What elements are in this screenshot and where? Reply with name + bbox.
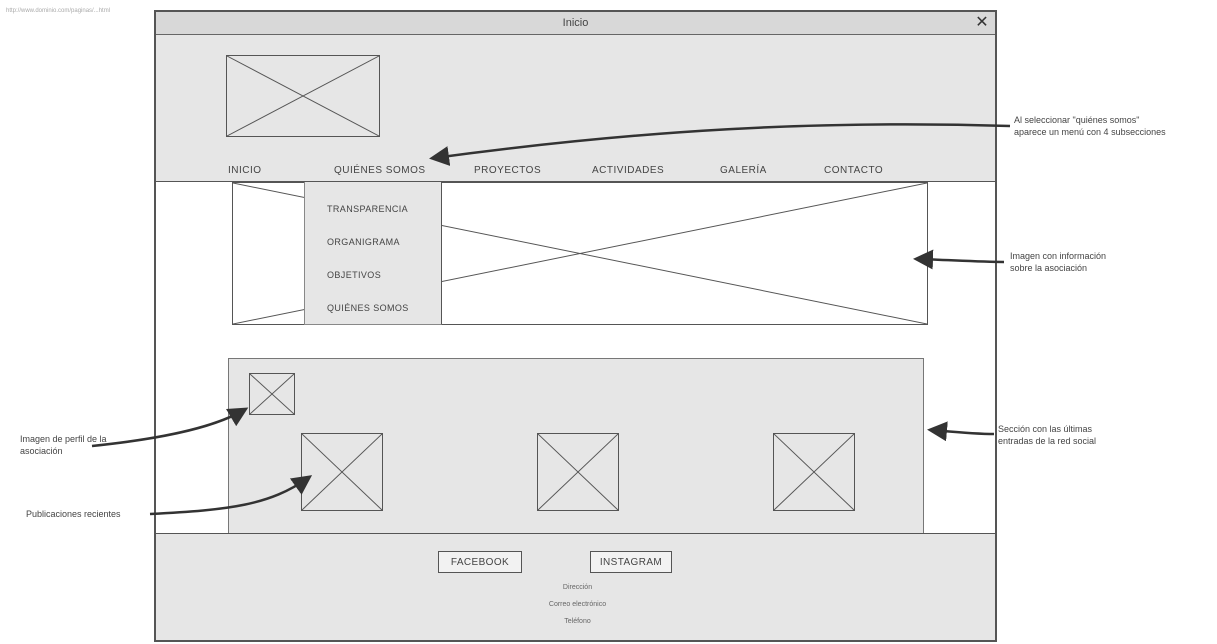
dropdown-item-quienes-somos[interactable]: QUIÉNES SOMOS	[327, 303, 409, 313]
dropdown-item-organigrama[interactable]: ORGANIGRAMA	[327, 237, 400, 247]
nav-item-proyectos[interactable]: PROYECTOS	[474, 165, 542, 176]
profile-image-placeholder[interactable]	[249, 373, 295, 415]
annotation-publications: Publicaciones recientes	[26, 509, 121, 519]
post-thumbnail[interactable]	[301, 433, 383, 511]
footer-email: Correo electrónico	[548, 601, 607, 608]
footer-address: Dirección	[562, 584, 593, 591]
close-icon[interactable]: ✕	[975, 14, 989, 31]
window-title: Inicio	[562, 17, 589, 29]
nav-item-inicio[interactable]: INICIO	[228, 165, 262, 176]
nav-item-galeria[interactable]: GALERÍA	[720, 165, 767, 176]
nav-item-contacto[interactable]: CONTACTO	[824, 165, 884, 176]
quienes-somos-dropdown: TRANSPARENCIA ORGANIGRAMA OBJETIVOS QUIÉ…	[304, 182, 442, 325]
annotation-menu: Al seleccionar "quiénes somos" aparece u…	[1014, 115, 1166, 137]
footer-phone: Teléfono	[564, 618, 591, 625]
annotation-posts-section: Sección con las últimas entradas de la r…	[998, 424, 1097, 446]
logo-placeholder	[226, 55, 380, 137]
instagram-button[interactable]: INSTAGRAM	[590, 551, 672, 573]
post-thumbnail[interactable]	[773, 433, 855, 511]
footer: FACEBOOK INSTAGRAM Dirección Correo elec…	[156, 533, 995, 640]
browser-window: Inicio ✕ INICIO QUIÉNES SOMOS PROYECTOS …	[154, 10, 997, 642]
title-bar: Inicio ✕	[156, 12, 995, 35]
header: INICIO QUIÉNES SOMOS PROYECTOS ACTIVIDAD…	[156, 35, 995, 182]
dropdown-item-objetivos[interactable]: OBJETIVOS	[327, 270, 382, 280]
dropdown-item-transparencia[interactable]: TRANSPARENCIA	[327, 204, 409, 214]
annotation-hero-image: Imagen con información sobre la asociaci…	[1010, 251, 1107, 273]
recent-posts-section	[228, 358, 924, 534]
nav-item-actividades[interactable]: ACTIVIDADES	[592, 165, 665, 176]
annotation-profile-image: Imagen de perfil de la asociación	[20, 434, 107, 456]
facebook-button[interactable]: FACEBOOK	[438, 551, 522, 573]
url-note: http://www.dominio.com/paginas/...html	[6, 8, 111, 14]
nav-item-quienes-somos[interactable]: QUIÉNES SOMOS	[334, 165, 426, 176]
post-thumbnail[interactable]	[537, 433, 619, 511]
